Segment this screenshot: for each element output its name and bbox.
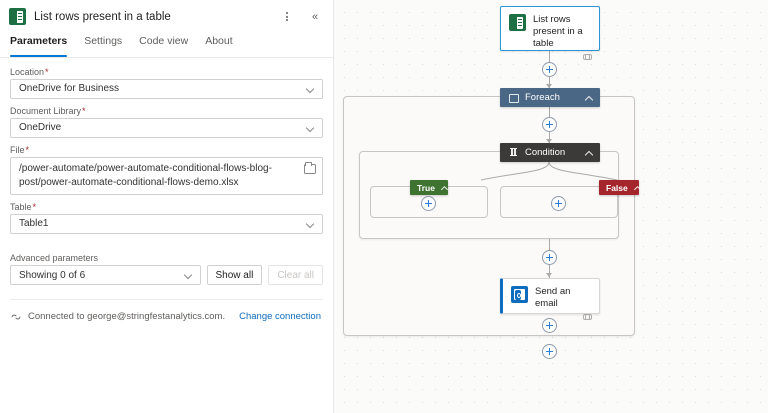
chevron-up-icon[interactable] [634,183,643,192]
condition-header[interactable]: Condition [500,143,600,162]
condition-icon [509,148,518,157]
send-email-node-label: Send an email [535,286,571,309]
send-email-node-footer [503,312,599,323]
chevron-up-icon[interactable] [441,183,450,192]
document-library-value: OneDrive [19,122,62,133]
condition-label: Condition [525,147,566,158]
tab-settings[interactable]: Settings [84,35,123,47]
panel-divider [10,299,323,300]
table-value: Table1 [19,218,49,229]
file-value: /power-automate/power-automate-condition… [19,163,272,188]
field-document-library: Document Library* OneDrive [10,106,323,138]
field-location-label: Location* [10,67,323,77]
connection-chain-icon [583,312,592,320]
connection-text: Connected to george@stringfestanalytics.… [28,311,226,322]
add-step-condition-email[interactable] [542,250,557,265]
advanced-parameters-row: Showing 0 of 6 Show all Clear all [10,265,323,285]
advanced-parameters-dropdown[interactable]: Showing 0 of 6 [10,265,201,285]
foreach-header[interactable]: Foreach [500,88,600,107]
add-step-trigger-foreach[interactable] [542,62,557,77]
foreach-label: Foreach [525,92,560,103]
location-dropdown[interactable]: OneDrive for Business [10,79,323,99]
field-location: Location* OneDrive for Business [10,67,323,99]
add-action-true-branch[interactable] [421,196,436,211]
false-branch-label: False [606,182,628,193]
required-asterisk: * [45,67,49,77]
send-email-node-body: Send an email [503,279,599,312]
collapse-panel-icon[interactable]: « [311,10,319,23]
table-dropdown[interactable]: Table1 [10,214,323,234]
connection-plug-icon [10,312,22,322]
required-asterisk: * [82,106,86,116]
field-file: File* /power-automate/power-automate-con… [10,145,323,195]
action-details-panel: List rows present in a table « Parameter… [0,0,334,413]
action-node-send-email[interactable]: Send an email [500,278,600,320]
folder-picker-icon[interactable] [304,162,316,174]
clear-all-button: Clear all [268,265,323,285]
label-text: Document Library [10,106,82,116]
required-asterisk: * [32,202,37,212]
label-text: Location [10,67,45,77]
label-text: Table [10,202,32,212]
advanced-parameters-label: Advanced parameters [10,253,99,263]
add-step-foreach-condition[interactable] [542,117,557,132]
field-document-library-label: Document Library* [10,106,323,116]
advanced-parameters-value: Showing 0 of 6 [19,269,86,281]
tab-about[interactable]: About [205,35,233,47]
tab-parameters[interactable]: Parameters [10,33,76,57]
show-all-button[interactable]: Show all [206,265,263,285]
connection-chain-icon [583,52,592,60]
connection-status-row: Connected to george@stringfestanalytics.… [0,300,333,322]
flow-canvas[interactable]: List rows present in a table Foreach Con… [334,0,768,413]
chevron-down-icon [184,270,194,280]
parameter-fields: Location* OneDrive for Business Document… [0,58,333,234]
field-file-label: File* [10,145,323,155]
chevron-up-icon[interactable] [584,148,593,157]
required-asterisk: * [25,145,30,155]
more-vertical-icon[interactable] [277,7,297,27]
arrow-trigger-foreach [545,84,552,88]
advanced-parameters-section: Advanced parameters Showing 0 of 6 Show … [0,241,333,285]
trigger-node-footer [501,52,599,63]
panel-title: List rows present in a table [34,10,171,23]
tab-code-view[interactable]: Code view [139,35,189,47]
excel-icon [9,8,26,25]
panel-header: List rows present in a table « [0,0,333,33]
location-value: OneDrive for Business [19,83,120,94]
trigger-node-label: List rows present in a table [533,14,583,49]
field-table: Table* Table1 [10,202,323,234]
trigger-node-body: List rows present in a table [501,7,599,52]
document-library-dropdown[interactable]: OneDrive [10,118,323,138]
loop-icon [509,93,519,103]
excel-icon [509,14,526,31]
outlook-icon [511,286,528,303]
true-branch-badge[interactable]: True [410,180,448,195]
add-step-after-email[interactable] [542,318,557,333]
arrow-condition-email [545,273,552,277]
chevron-down-icon [306,219,316,229]
file-input[interactable]: /power-automate/power-automate-condition… [10,157,323,195]
chevron-up-icon[interactable] [584,93,593,102]
true-branch-label: True [417,182,435,193]
arrow-foreach-condition [545,139,552,143]
false-branch-badge[interactable]: False [599,180,639,195]
add-action-false-branch[interactable] [551,196,566,211]
chevron-down-icon [306,84,316,94]
chevron-down-icon [306,123,316,133]
field-table-label: Table* [10,202,323,212]
add-step-after-foreach[interactable] [542,344,557,359]
label-text: File [10,145,25,155]
trigger-node-list-rows[interactable]: List rows present in a table [500,6,600,60]
panel-tabs: Parameters Settings Code view About [0,33,333,58]
change-connection-link[interactable]: Change connection [239,311,321,322]
